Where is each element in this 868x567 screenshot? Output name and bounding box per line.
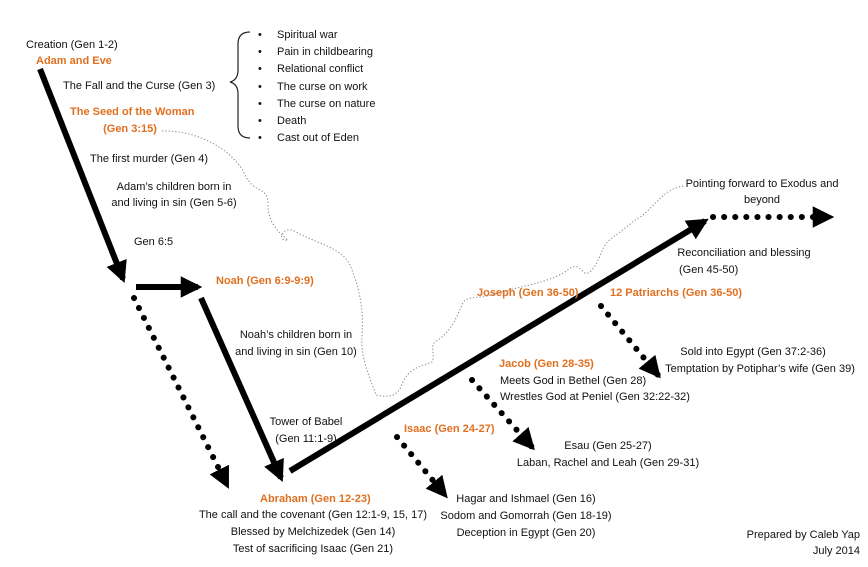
label-babel-2: (Gen 11:1-9) xyxy=(275,433,337,445)
dotted-arrow-isaac-branch xyxy=(394,434,448,499)
label-gen65: Gen 6:5 xyxy=(134,236,174,248)
label-noah-children-2: and living in sin (Gen 10) xyxy=(235,346,357,358)
abraham-note: Test of sacrificing Isaac (Gen 21) xyxy=(232,543,394,555)
credit-date: July 2014 xyxy=(812,545,860,557)
arrow-noah-to-abraham xyxy=(198,296,284,482)
curse-list-item: The curse on nature xyxy=(258,96,375,113)
label-abraham: Abraham (Gen 12-23) xyxy=(260,493,371,505)
arrow-abraham-to-joseph xyxy=(288,218,709,474)
isaac-note: Sodom and Gomorrah (Gen 18-19) xyxy=(440,510,612,522)
label-first-murder: The first murder (Gen 4) xyxy=(90,153,208,165)
curse-list-item: Death xyxy=(258,113,375,130)
jacob-note: Wrestles God at Peniel (Gen 32:22-32) xyxy=(500,391,690,403)
credit-author: Prepared by Caleb Yap xyxy=(746,529,860,541)
label-noah: Noah (Gen 6:9-9:9) xyxy=(216,275,314,287)
label-pointing-2: beyond xyxy=(743,194,781,206)
curse-list-item: Pain in childbearing xyxy=(258,44,375,61)
egypt-note: Temptation by Potiphar’s wife (Gen 39) xyxy=(665,363,855,375)
label-reconciliation-1: Reconciliation and blessing xyxy=(677,247,811,259)
jacob-note: Meets God in Bethel (Gen 28) xyxy=(500,375,647,387)
curse-list: Spiritual war Pain in childbearing Relat… xyxy=(258,27,375,148)
label-jacob: Jacob (Gen 28-35) xyxy=(499,358,594,370)
label-adam-children-2: and living in sin (Gen 5-6) xyxy=(111,197,237,209)
label-fall: The Fall and the Curse (Gen 3) xyxy=(63,80,216,92)
abraham-note: Blessed by Melchizedek (Gen 14) xyxy=(230,526,396,538)
label-noah-children-1: Noah’s children born in xyxy=(239,329,353,341)
label-adam-children-1: Adam’s children born in xyxy=(116,181,232,193)
isaac-note: Hagar and Ishmael (Gen 16) xyxy=(456,493,596,505)
isaac-note: Deception in Egypt (Gen 20) xyxy=(456,527,596,539)
label-reconciliation-2: (Gen 45-50) xyxy=(679,264,739,276)
label-12-patriarchs: 12 Patriarchs (Gen 36-50) xyxy=(610,287,743,299)
label-seed-line1: The Seed of the Woman xyxy=(70,106,195,118)
dotted-arrow-patriarchs-branch xyxy=(598,303,661,379)
label-isaac: Isaac (Gen 24-27) xyxy=(404,423,495,435)
dotted-arrow-gen65-branch xyxy=(131,295,230,489)
label-babel-1: Tower of Babel xyxy=(269,416,343,428)
abraham-note: The call and the covenant (Gen 12:1-9, 1… xyxy=(198,509,428,521)
curse-list-item: Spiritual war xyxy=(258,27,375,44)
curse-list-item: Cast out of Eden xyxy=(258,130,375,147)
curse-list-item: Relational conflict xyxy=(258,61,375,78)
curse-brace xyxy=(229,31,251,139)
esau-note: Esau (Gen 25-27) xyxy=(564,440,652,452)
egypt-note: Sold into Egypt (Gen 37:2-36) xyxy=(680,346,826,358)
label-seed-line2: (Gen 3:15) xyxy=(103,123,157,135)
esau-note: Laban, Rachel and Leah (Gen 29-31) xyxy=(516,457,700,469)
label-creation: Creation (Gen 1-2) xyxy=(26,39,118,51)
arrow-adam-to-gen65 xyxy=(37,67,127,284)
label-pointing-1: Pointing forward to Exodus and xyxy=(685,178,839,190)
label-adam-and-eve: Adam and Eve xyxy=(36,55,112,67)
label-joseph: Joseph (Gen 36-50) xyxy=(477,287,579,299)
curse-list-item: The curse on work xyxy=(258,79,375,96)
dotted-arrow-jacob-branch xyxy=(469,377,535,451)
